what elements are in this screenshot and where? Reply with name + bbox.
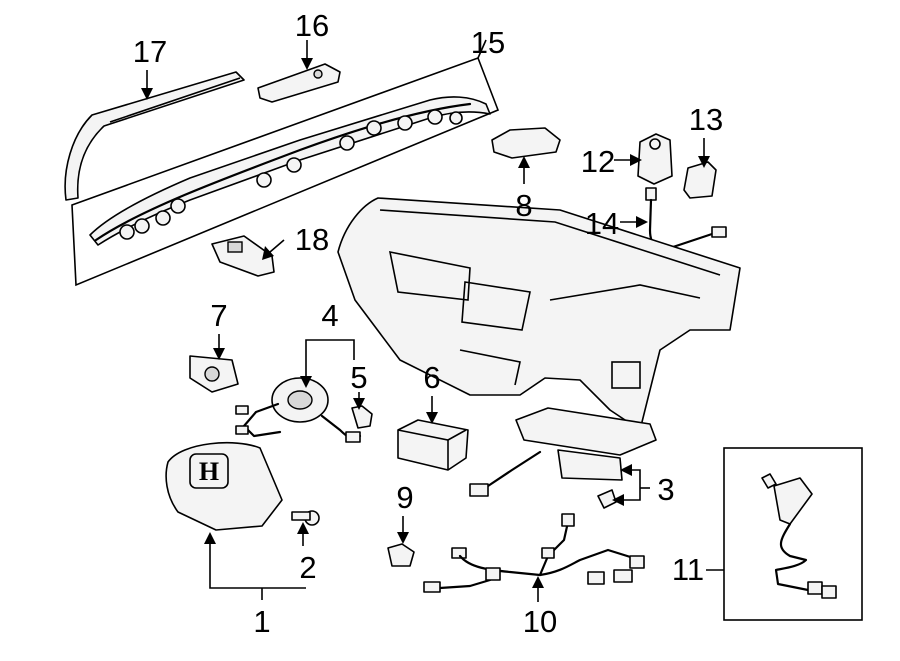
callout-10: 10: [523, 604, 557, 639]
callout-16: 16: [295, 8, 329, 43]
part-2-bolt[interactable]: [291, 510, 320, 526]
part-10-harness[interactable]: [423, 513, 645, 593]
part-9-connector[interactable]: [387, 543, 415, 567]
part-4-clock-spring[interactable]: [235, 377, 362, 443]
part-14-harness[interactable]: [645, 187, 727, 250]
part-13-cover[interactable]: [683, 161, 717, 199]
leader-lines: [141, 39, 724, 602]
part-12-buckle[interactable]: [637, 133, 673, 185]
part-5-connector[interactable]: [351, 405, 373, 429]
callout-7: 7: [210, 298, 227, 333]
part-1-driver-airbag[interactable]: H: [165, 441, 283, 531]
callout-14: 14: [585, 206, 619, 241]
callout-6: 6: [423, 360, 440, 395]
honda-logo: H: [199, 457, 219, 486]
part-3-passenger-airbag[interactable]: [469, 407, 657, 509]
part-11-detail-box: [723, 447, 863, 621]
part-18-bracket[interactable]: [211, 235, 275, 277]
callout-1: 1: [253, 604, 270, 639]
curtain-airbag-panel: [71, 56, 500, 287]
callout-13: 13: [689, 102, 723, 137]
part-16-bracket[interactable]: [257, 63, 341, 103]
part-7-sensor[interactable]: [189, 355, 239, 393]
callout-15: 15: [471, 25, 505, 60]
part-6-srs-unit[interactable]: [397, 419, 469, 471]
part-8-sensor[interactable]: [491, 127, 561, 159]
callout-11: 11: [672, 552, 704, 587]
callout-4: 4: [321, 298, 338, 333]
instrument-panel: [337, 197, 741, 431]
callout-5: 5: [350, 360, 367, 395]
part-17-trim-strip[interactable]: [64, 71, 245, 201]
part-11-pretensioner[interactable]: [761, 473, 837, 599]
callout-3: 3: [657, 472, 674, 507]
callout-8: 8: [515, 188, 532, 223]
callout-12: 12: [581, 144, 615, 179]
callout-labels: 17 16 15 18 8 12 13 14 7 4 5 6 3 9 2 1 1…: [133, 8, 723, 639]
callout-17: 17: [133, 34, 167, 69]
callout-18: 18: [295, 222, 329, 257]
callout-9: 9: [396, 480, 413, 515]
part-15-curtain-airbag[interactable]: [89, 96, 491, 246]
bolt-group: [119, 109, 463, 240]
callout-2: 2: [299, 550, 316, 585]
